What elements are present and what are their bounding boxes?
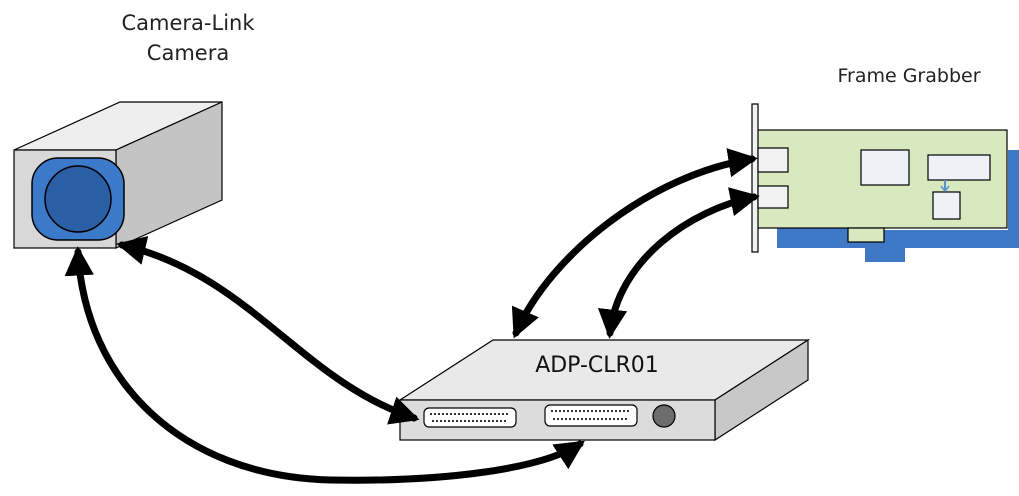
cable-arrow-camera-to-adapter-port1 <box>116 236 420 425</box>
card-chip-wide <box>927 154 991 181</box>
camera-label-line1: Camera-Link <box>122 11 256 35</box>
card-chip-link-arrow <box>940 185 950 193</box>
camera-icon <box>13 101 223 249</box>
connection-arrows <box>64 148 760 484</box>
card-shadow-strip <box>777 230 1019 248</box>
card-edge-connector <box>847 227 885 243</box>
adapter-label: ADP-CLR01 <box>535 353 659 378</box>
cable-arrow-camera-to-adapter-port2 <box>64 246 585 484</box>
card-chip-small <box>932 191 961 220</box>
adapter-connector-2 <box>544 404 638 427</box>
adapter-connector-1 <box>423 407 517 428</box>
adapter-power-jack <box>652 404 676 428</box>
frame-grabber-card <box>751 103 1019 262</box>
adapter-device: ADP-CLR01 <box>397 338 811 442</box>
card-chip-large <box>860 149 910 186</box>
cable-arrow-grabber-port2-to-adapter <box>597 187 760 339</box>
card-port-bottom <box>757 185 789 209</box>
camera-lens <box>44 165 112 233</box>
card-port-top <box>757 147 789 173</box>
cable-arrow-grabber-port1-to-adapter <box>511 148 758 339</box>
camera-label-line2: Camera <box>147 41 229 65</box>
frame-grabber-label: Frame Grabber <box>837 65 980 87</box>
card-bracket <box>751 103 759 253</box>
